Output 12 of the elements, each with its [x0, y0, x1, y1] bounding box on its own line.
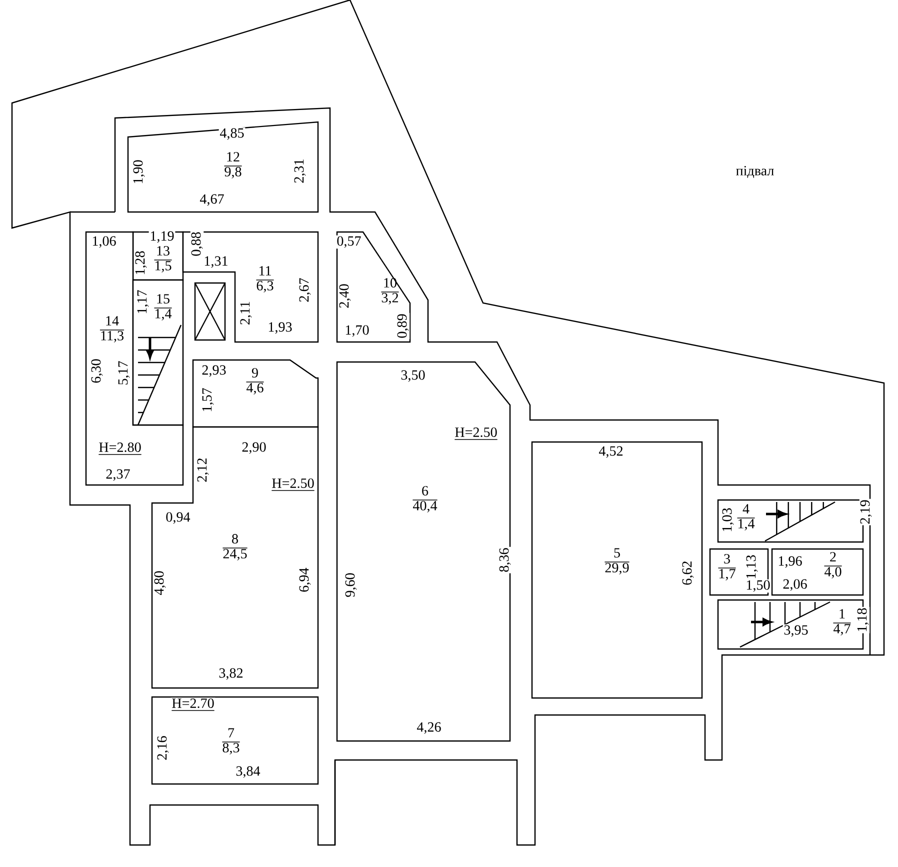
- dimension-label: 1,19: [148, 230, 176, 244]
- dimension-label: 2,11: [239, 300, 253, 326]
- dimension-label: 4,85: [218, 127, 246, 141]
- dimension-label: 0,57: [336, 235, 362, 249]
- dimension-label: 0,88: [190, 230, 204, 258]
- dimension-label: 2,19: [859, 498, 873, 526]
- dimension-label: 1,18: [856, 606, 870, 634]
- area-label: підвал: [734, 165, 776, 179]
- height-label: H=2.50: [454, 426, 498, 442]
- height-label: H=2.50: [270, 478, 316, 492]
- height-label: H=2.80: [98, 442, 142, 456]
- height-label: H=2.70: [170, 698, 216, 712]
